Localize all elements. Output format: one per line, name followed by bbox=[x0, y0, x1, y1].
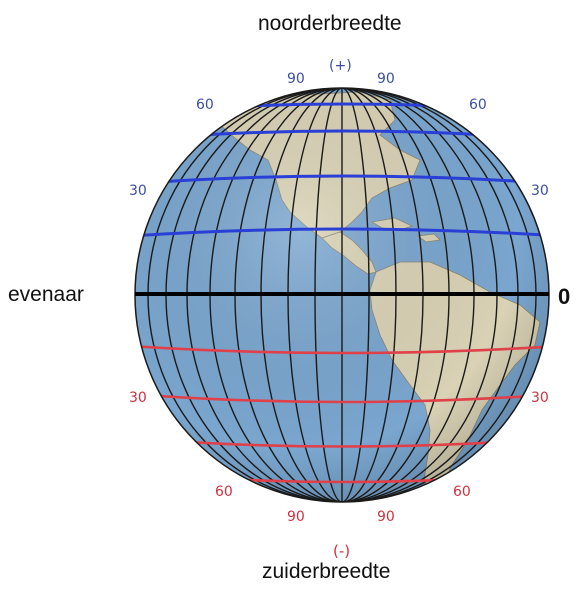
lat-label-south-60-right: 60 bbox=[453, 484, 471, 500]
lat-label-north-30-left: 30 bbox=[129, 183, 147, 199]
lat-label-north-90-right: 90 bbox=[377, 71, 395, 87]
equator-label: evenaar bbox=[8, 283, 84, 306]
lat-label-south-90-left: 90 bbox=[287, 509, 305, 525]
parallel-south-2 bbox=[135, 392, 549, 404]
lat-label-north-60-left: 60 bbox=[196, 97, 214, 113]
parallel-south-1 bbox=[135, 344, 549, 355]
lat-label-south-60-left: 60 bbox=[215, 484, 233, 500]
plus-label: (+) bbox=[329, 58, 352, 74]
zero-degree-label: 0 bbox=[558, 284, 571, 309]
south-title: zuiderbreedte bbox=[262, 560, 391, 583]
lat-label-north-90-left: 90 bbox=[287, 71, 305, 87]
minus-label: (-) bbox=[333, 542, 350, 560]
north-title: noorderbreedte bbox=[258, 12, 402, 35]
lat-label-south-90-right: 90 bbox=[377, 509, 395, 525]
lat-label-south-30-left: 30 bbox=[129, 390, 147, 406]
lat-label-north-30-right: 30 bbox=[531, 183, 549, 199]
lat-label-north-60-right: 60 bbox=[469, 97, 487, 113]
parallel-north-1 bbox=[135, 227, 549, 238]
parallel-north-2 bbox=[135, 174, 549, 186]
lat-label-south-30-right: 30 bbox=[531, 390, 549, 406]
